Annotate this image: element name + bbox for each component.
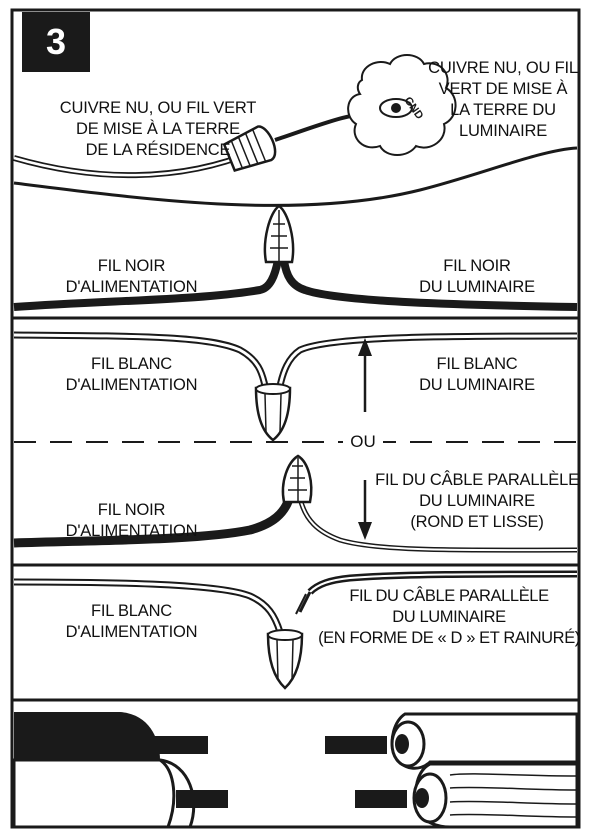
outer-border <box>10 8 581 829</box>
ground-wire-nut <box>222 125 277 172</box>
black-wire-nut <box>263 204 295 264</box>
label-parallel-ribbed: FIL DU CÂBLE PARALLÈLE DU LUMINAIRE (EN … <box>318 587 580 647</box>
label-supply-black-1: FIL NOIR D'ALIMENTATION <box>65 257 198 296</box>
white-wire-nut <box>254 383 292 442</box>
down-arrow-icon <box>358 480 372 540</box>
parallel-black-wires <box>13 494 578 553</box>
ribbed-wire-nut <box>266 629 304 690</box>
d-shaped-ribbed-cable-end <box>325 712 579 829</box>
black-wires <box>13 259 578 311</box>
label-fixture-white: FIL BLANC DU LUMINAIRE <box>419 355 535 394</box>
round-smooth-cable-end <box>12 712 228 829</box>
label-fixture-black: FIL NOIR DU LUMINAIRE <box>419 257 535 296</box>
step-number-badge: 3 <box>22 12 90 72</box>
parallel-wire-nut <box>281 454 313 504</box>
gnd-cloud-bubble <box>347 54 457 156</box>
or-separator-label: OU <box>343 432 383 452</box>
label-supply-white-2: FIL BLANC D'ALIMENTATION <box>65 602 198 641</box>
label-parallel-round: FIL DU CÂBLE PARALLÈLE DU LUMINAIRE (RON… <box>375 471 579 531</box>
up-arrow-icon <box>358 338 372 412</box>
label-supply-black-2: FIL NOIR D'ALIMENTATION <box>65 501 198 540</box>
label-fixture-ground: CUIVRE NU, OU FIL VERT DE MISE À LA TERR… <box>428 59 578 140</box>
parallel-white-wires <box>13 570 578 634</box>
fixture-ground-outer-wire <box>13 146 578 207</box>
label-house-ground: CUIVRE NU, OU FIL VERT DE MISE À LA TERR… <box>59 99 257 159</box>
white-wires <box>13 331 578 387</box>
label-supply-white-1: FIL BLANC D'ALIMENTATION <box>65 355 198 394</box>
